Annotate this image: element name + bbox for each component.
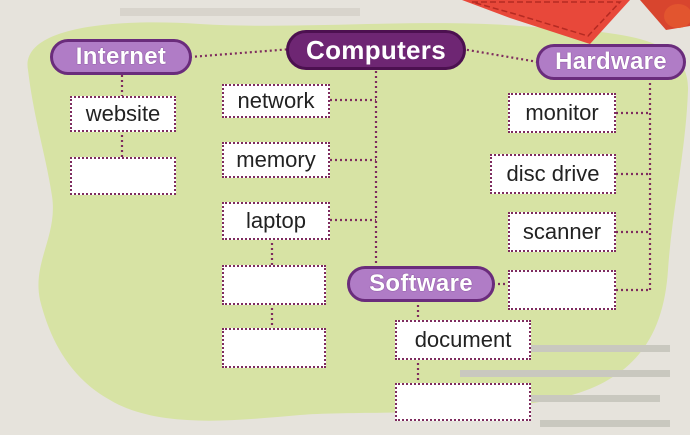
box-label: memory xyxy=(236,147,316,172)
faint-text-top xyxy=(120,8,360,16)
laptop-subitem-blank-1[interactable] xyxy=(222,265,326,305)
hardware-node: Hardware xyxy=(536,44,686,80)
box-label: scanner xyxy=(522,219,602,244)
faint-text-lower xyxy=(460,345,670,427)
computers-label: Computers xyxy=(306,34,446,65)
software-item-document: document xyxy=(395,320,531,360)
hardware-item-monitor: monitor xyxy=(508,93,616,133)
hardware-item-blank[interactable] xyxy=(508,270,616,310)
internet-item-website: website xyxy=(70,96,176,132)
internet-item-blank[interactable] xyxy=(70,157,176,195)
computers-item-laptop: laptop xyxy=(222,202,330,240)
box-label: network xyxy=(237,88,315,113)
computers-item-network: network xyxy=(222,84,330,118)
box-label: laptop xyxy=(246,208,306,233)
laptop-subitem-blank-2[interactable] xyxy=(222,328,326,368)
software-item-blank[interactable] xyxy=(395,383,531,421)
computers-item-memory: memory xyxy=(222,142,330,178)
box-label: disc drive xyxy=(506,161,600,186)
box-label: website xyxy=(85,101,161,126)
internet-label: Internet xyxy=(75,43,167,70)
computers-node: Computers xyxy=(286,30,466,70)
box-label: monitor xyxy=(525,100,599,125)
internet-node: Internet xyxy=(50,39,192,75)
hardware-item-disc-drive: disc drive xyxy=(490,154,616,194)
box-label: document xyxy=(414,327,512,352)
software-label: Software xyxy=(369,270,473,297)
connector-lines xyxy=(120,47,652,385)
software-node: Software xyxy=(347,266,495,302)
hardware-label: Hardware xyxy=(555,48,667,75)
hardware-item-scanner: scanner xyxy=(508,212,616,252)
keyboard-image xyxy=(462,0,690,44)
